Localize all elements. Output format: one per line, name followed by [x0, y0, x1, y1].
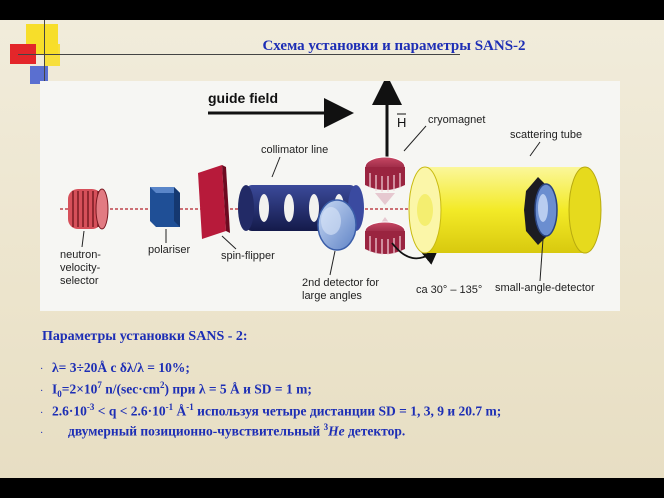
guide-field-label: guide field: [208, 90, 278, 106]
bullet: ·: [40, 407, 44, 419]
q-distances: используя четыре дистанции SD = 1, 3, 9 …: [193, 403, 502, 419]
velocity-selector: [68, 188, 109, 230]
detector-desc: двумерный позиционно-чувствительный: [68, 423, 324, 439]
sans2-setup-diagram: guide field H cryomagnet collimator line…: [40, 81, 620, 311]
q-max-exponent: -1: [165, 402, 174, 412]
flux-subscript: 0: [57, 389, 62, 400]
decor-yellow-square-small: [44, 44, 60, 66]
detector2-pointer: [329, 250, 336, 276]
flux-exponent: 7: [97, 380, 102, 390]
angle-arc: [391, 242, 440, 265]
second-detector: [317, 199, 357, 251]
param-wavelength-text: λ= 3÷20Å с δλ/λ = 10%;: [52, 360, 190, 375]
h-vector-label: H: [397, 115, 406, 130]
collimator-line-label: collimator line: [261, 144, 328, 156]
q-unit-exponent: -1: [186, 402, 194, 412]
detector2-label-1: 2nd detector for: [302, 277, 379, 289]
param-flux: · I0=2×107 n/(sec·cm2) при λ = 5 Å и SD =…: [40, 380, 312, 399]
collimator-pointer: [271, 156, 281, 178]
selector-label-3: selector: [60, 275, 99, 287]
scattering-tube: [408, 166, 602, 254]
selector-label-1: neutron-: [60, 249, 101, 261]
spin-flipper-pointer: [221, 235, 237, 250]
slide-title: Схема установки и параметры SANS-2: [262, 38, 526, 54]
scattering-tube-pointer: [529, 141, 541, 157]
decor-blue-square: [30, 66, 48, 84]
flux-unit-exponent: 2: [160, 380, 165, 390]
bullet: ·: [40, 385, 44, 397]
polariser-label: polariser: [148, 244, 191, 256]
detector2-label-2: large angles: [302, 290, 362, 302]
polariser: [150, 187, 180, 227]
q-min-exponent: -3: [86, 402, 95, 412]
q-unit: Å: [173, 403, 187, 419]
param-q-range: ·2.6·10-3 < q < 2.6·10-1 Å-1 используя ч…: [40, 402, 501, 420]
bullet: ·: [40, 427, 44, 439]
scattering-tube-label: scattering tube: [510, 129, 582, 141]
selector-pointer: [81, 230, 85, 248]
small-angle-detector-label: small-angle-detector: [495, 282, 595, 294]
params-heading: Параметры установки SANS - 2:: [42, 329, 248, 344]
cryomagnet: [364, 156, 406, 255]
flux-symbol: I: [52, 381, 58, 397]
selector-label-2: velocity-: [60, 262, 101, 274]
slide: Схема установки и параметры SANS-2: [0, 20, 664, 478]
cryomagnet-label: cryomagnet: [428, 114, 485, 126]
param-detector: · двумерный позиционно-чувствительный 3He…: [40, 422, 405, 440]
spin-flipper: [198, 165, 230, 239]
isotope-symbol: He: [328, 423, 345, 439]
cryomagnet-pointer: [403, 125, 427, 152]
small-angle-detector-pointer: [539, 238, 544, 282]
param-wavelength: · λ= 3÷20Å с δλ/λ = 10%;: [40, 360, 190, 376]
decor-horizontal-line: [18, 54, 460, 55]
flux-value: =2×10: [61, 381, 98, 397]
bullet: ·: [40, 364, 44, 375]
q-min: 2.6·10: [52, 403, 87, 419]
isotope-mass: 3: [323, 422, 329, 432]
detector-word: детектор.: [344, 423, 406, 439]
flux-unit: n/(sec·cm: [101, 381, 161, 397]
decor-vertical-line: [44, 20, 45, 86]
spin-flipper-label: spin-flipper: [221, 250, 275, 262]
flux-condition: ) при λ = 5 Å и SD = 1 m;: [164, 381, 312, 397]
angle-range-label: ca 30° – 135°: [416, 284, 482, 296]
q-max: < q < 2.6·10: [94, 403, 166, 419]
